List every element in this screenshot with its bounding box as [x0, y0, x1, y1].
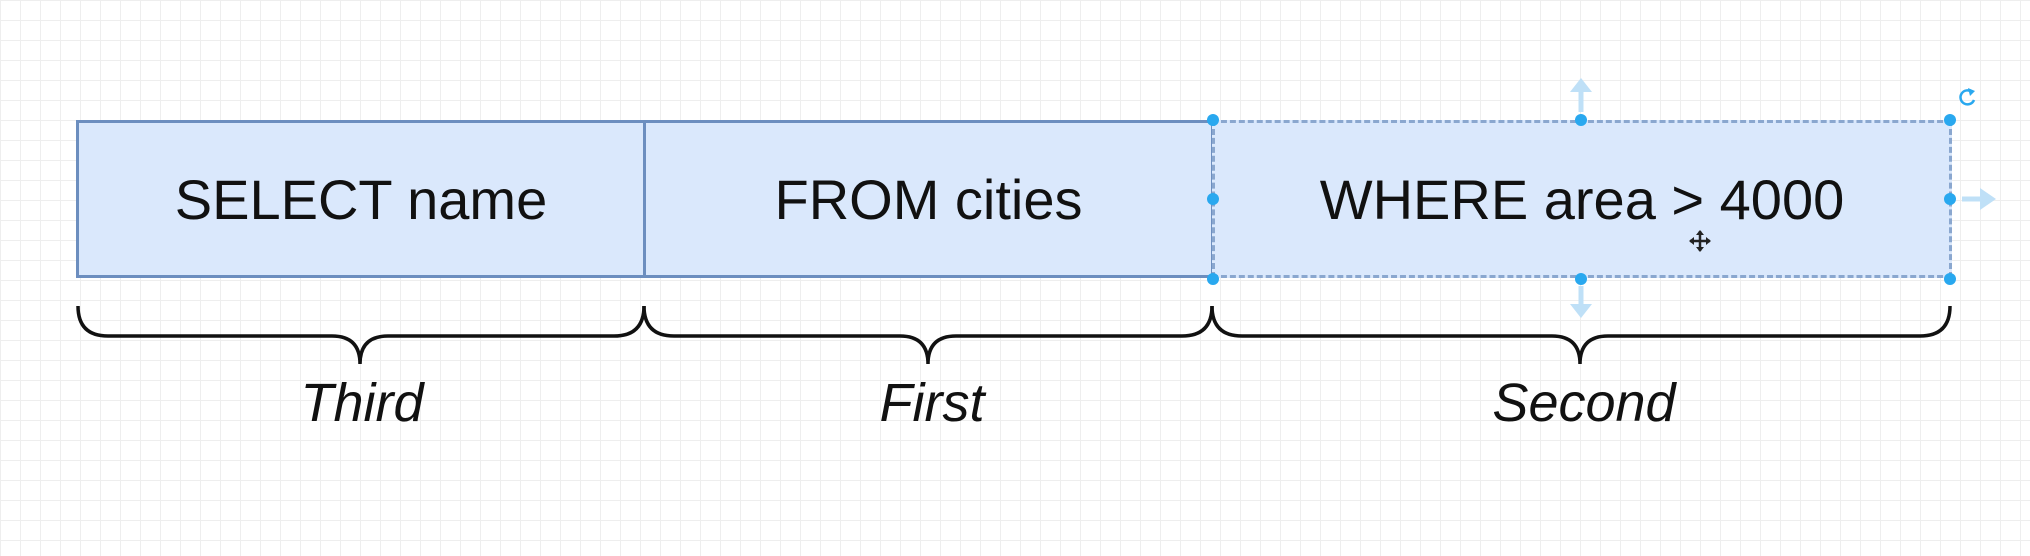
resize-handle-left[interactable] — [1207, 193, 1219, 205]
brace-second — [1210, 305, 1952, 365]
brace-first — [642, 305, 1214, 365]
from-clause-block[interactable]: FROM cities — [643, 120, 1214, 278]
arrow-down-icon[interactable] — [1570, 286, 1592, 318]
resize-handle-top-left[interactable] — [1207, 114, 1219, 126]
select-clause-text: SELECT name — [174, 167, 548, 231]
resize-handle-right[interactable] — [1944, 193, 1956, 205]
resize-handle-top[interactable] — [1575, 114, 1587, 126]
where-clause-block[interactable]: WHERE area > 4000 — [1212, 120, 1952, 278]
select-clause-block[interactable]: SELECT name — [76, 120, 646, 278]
rotate-icon[interactable] — [1959, 88, 1976, 106]
resize-handle-bottom[interactable] — [1575, 273, 1587, 285]
caption-third: Third — [300, 373, 424, 433]
arrow-right-icon[interactable] — [1962, 188, 1996, 210]
caption-first: First — [879, 373, 985, 433]
from-clause-text: FROM cities — [774, 167, 1083, 231]
resize-handle-bottom-left[interactable] — [1207, 273, 1219, 285]
arrow-up-icon[interactable] — [1570, 78, 1592, 112]
caption-second: Second — [1492, 373, 1676, 433]
brace-third — [76, 305, 646, 365]
resize-handle-top-right[interactable] — [1944, 114, 1956, 126]
resize-handle-bottom-right[interactable] — [1944, 273, 1956, 285]
where-clause-text: WHERE area > 4000 — [1319, 167, 1845, 231]
